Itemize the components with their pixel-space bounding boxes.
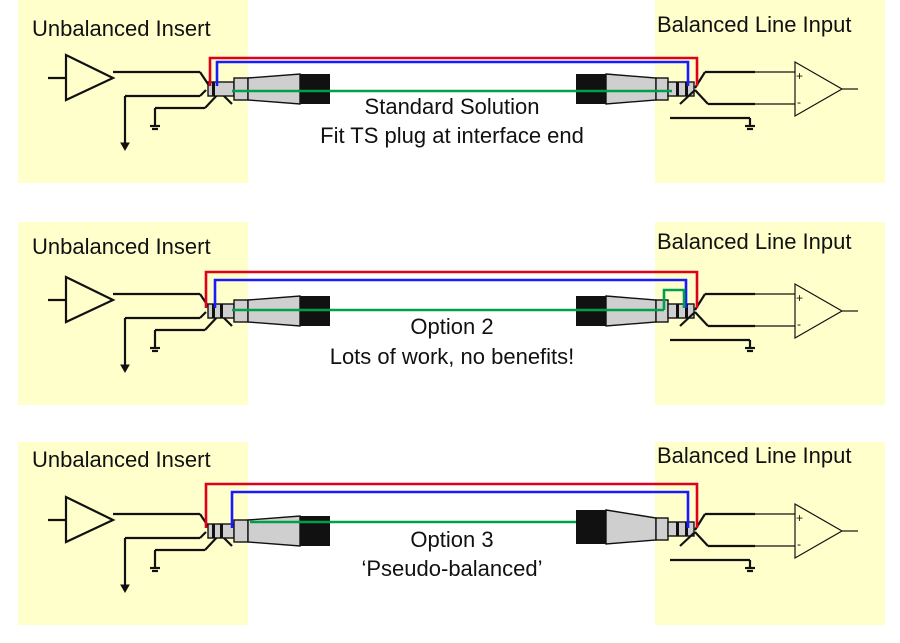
caption-line2: ‘Pseudo-balanced’: [361, 556, 543, 581]
caption-line1: Option 3: [410, 527, 494, 552]
left-panel-label: Unbalanced Insert: [32, 447, 211, 472]
right-jack-socket: [670, 70, 755, 131]
right-plug-trs: [576, 73, 695, 105]
balanced-input-opamp: [755, 502, 858, 560]
right-jack-socket: [670, 292, 755, 353]
caption-line2: Lots of work, no benefits!: [329, 344, 575, 369]
wiring-panel-standard: + -: [18, 0, 885, 183]
left-plug-ts: [207, 73, 330, 105]
opamp-plus-sign: +: [796, 69, 803, 83]
caption-line1: Option 2: [410, 314, 494, 339]
unbalanced-driver-amp: [48, 53, 155, 102]
red-wire: [204, 270, 699, 308]
green-wire-link: [662, 288, 686, 310]
unbalanced-driver-amp: [48, 495, 155, 544]
caption-line1: Standard Solution: [364, 94, 540, 119]
opamp-minus-sign: -: [797, 537, 801, 551]
wiring-panel-option3: + -: [18, 442, 885, 625]
opamp-minus-sign: -: [797, 95, 801, 109]
blue-wire: [213, 278, 688, 308]
blue-wire: [230, 490, 690, 528]
left-jack-socket: [120, 292, 233, 374]
balanced-input-opamp: [755, 282, 858, 340]
red-wire: [208, 56, 699, 86]
blue-wire: [215, 60, 690, 86]
caption-line2: Fit TS plug at interface end: [320, 123, 584, 148]
opamp-plus-sign: +: [796, 291, 803, 305]
left-panel-label: Unbalanced Insert: [32, 16, 211, 41]
opamp-minus-sign: -: [797, 317, 801, 331]
opamp-plus-sign: +: [796, 511, 803, 525]
wiring-panel-option2: + -: [18, 222, 885, 405]
right-panel-label: Balanced Line Input: [657, 12, 852, 37]
balanced-input-opamp: [755, 60, 858, 118]
red-wire: [204, 482, 699, 528]
right-panel-label: Balanced Line Input: [657, 443, 852, 468]
right-jack-socket: [670, 512, 755, 573]
left-panel-label: Unbalanced Insert: [32, 234, 211, 259]
right-plug-trs: [576, 509, 695, 545]
right-panel-label: Balanced Line Input: [657, 229, 852, 254]
unbalanced-driver-amp: [48, 275, 155, 324]
